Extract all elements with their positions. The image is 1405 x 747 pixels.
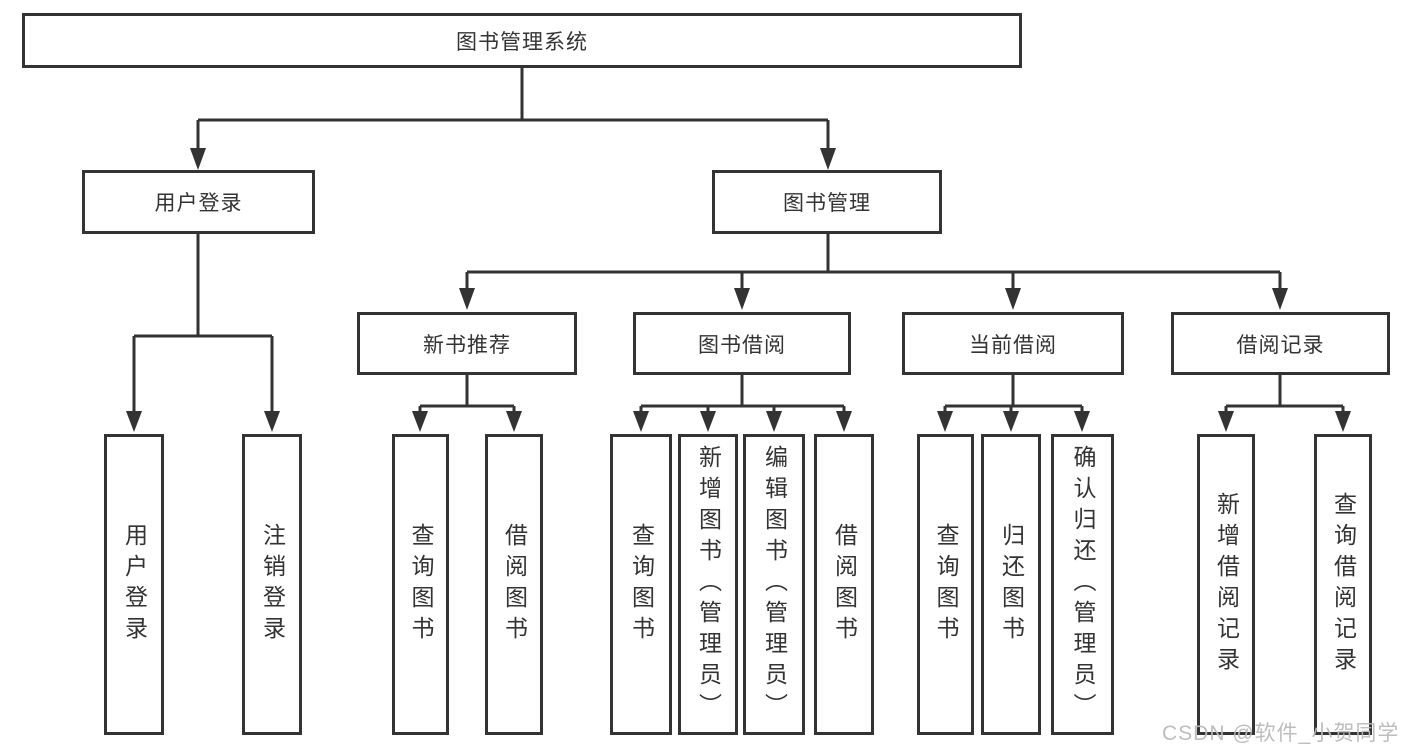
arrowheads — [126, 148, 1351, 432]
leaf-borrow-books-recommend: 借阅图书 — [485, 434, 543, 735]
leaf-confirm-return-admin: 确认归还（管理员） — [1051, 434, 1114, 735]
leaf-borrow-books: 借阅图书 — [814, 434, 874, 735]
leaf-query-books-current: 查询图书 — [917, 434, 974, 735]
leaf-user-login: 用户登录 — [104, 434, 164, 735]
leaf-query-books-recommend: 查询图书 — [392, 434, 449, 735]
leaf-add-borrow-record: 新增借阅记录 — [1197, 434, 1255, 735]
leaf-edit-book-admin: 编辑图书（管理员） — [743, 434, 805, 735]
node-book-borrowing: 图书借阅 — [633, 312, 851, 375]
node-book-management: 图书管理 — [712, 170, 942, 234]
leaf-query-borrow-record: 查询借阅记录 — [1314, 434, 1372, 735]
node-current-borrowing: 当前借阅 — [902, 312, 1124, 375]
leaf-add-book-admin: 新增图书（管理员） — [678, 434, 738, 735]
watermark: CSDN @软件_小贺同学 — [1162, 722, 1400, 745]
node-new-book-recommend: 新书推荐 — [357, 312, 577, 375]
leaf-return-books: 归还图书 — [981, 434, 1041, 735]
leaf-logout: 注销登录 — [242, 434, 302, 735]
leaf-query-books-borrowing: 查询图书 — [610, 434, 672, 735]
node-borrowing-records: 借阅记录 — [1171, 312, 1390, 375]
node-user-login: 用户登录 — [82, 170, 315, 234]
node-library-management-system: 图书管理系统 — [22, 13, 1022, 68]
